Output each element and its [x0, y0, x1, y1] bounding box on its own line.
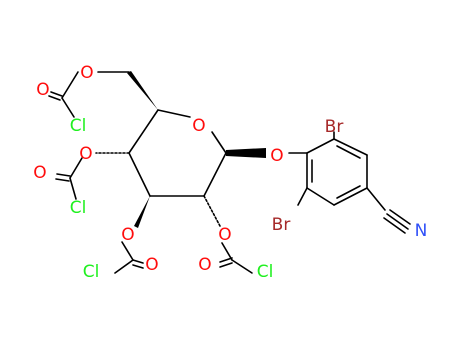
atom-label-br-bottom: Br	[272, 215, 291, 235]
atom-label-c6-carbonyl-o: O	[36, 80, 49, 100]
atom-label-c6-ester-o: O	[80, 63, 93, 83]
atom-label-c4-ester-o: O	[79, 144, 92, 164]
atom-label-nitrile-n: N	[415, 221, 428, 241]
c4-chloroacetate	[55, 152, 130, 200]
wedge-bond	[226, 148, 266, 158]
atom-label-c2-cl: Cl	[257, 262, 274, 282]
c6-chloroacetate	[48, 71, 158, 118]
wedge-bond	[127, 71, 158, 110]
atom-label-c3-cl: Cl	[83, 262, 100, 282]
wedge-bond	[134, 196, 150, 228]
atom-label-c4-cl: Cl	[70, 198, 87, 218]
atom-label-ring-o: O	[192, 116, 205, 136]
atom-label-c2-ester-o: O	[218, 225, 231, 245]
pyranose-ring	[128, 109, 227, 197]
aryl-glycoside	[226, 131, 411, 234]
atom-label-br-top: Br	[325, 117, 344, 137]
atom-label-c4-carbonyl-o: O	[33, 163, 46, 183]
atom-label-c3-carbonyl-o: O	[145, 255, 158, 275]
atom-labels: O O Br Br N O O Cl O O Cl O O Cl O O Cl	[33, 63, 427, 282]
atom-label-aryl-ether-o: O	[270, 146, 283, 166]
atom-label-c2-carbonyl-o: O	[198, 255, 211, 275]
c3-chloroacetate	[114, 196, 150, 274]
c2-chloroacetate	[203, 195, 253, 274]
atom-label-c6-cl: Cl	[70, 116, 87, 136]
atom-label-c3-ester-o: O	[121, 225, 134, 245]
